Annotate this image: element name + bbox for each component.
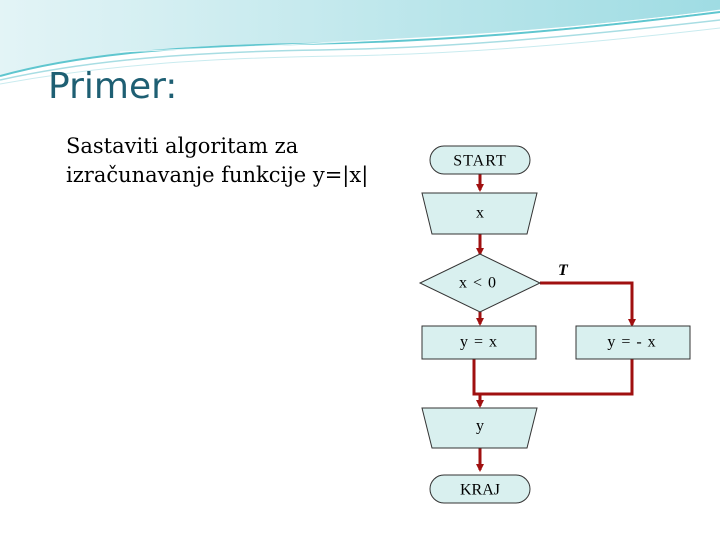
true-branch-label: T [558, 262, 569, 279]
decision-label: x < 0 [459, 275, 497, 292]
assign-false-box [421, 325, 537, 360]
decision-diamond [418, 253, 542, 313]
connector-decision-true [540, 281, 636, 327]
input-parallelogram [421, 192, 538, 235]
output-parallelogram [421, 407, 538, 449]
connector-true-merge [480, 359, 634, 396]
output-label: y [476, 418, 484, 435]
assign-true-label: y = - x [607, 334, 656, 351]
start-terminal [429, 145, 531, 175]
assign-false-label: y = x [460, 334, 498, 351]
input-label: x [476, 205, 484, 222]
task-line-1: Sastaviti algoritam za [66, 134, 299, 158]
start-label: START [453, 153, 506, 170]
task-description: Sastaviti algoritam za izračunavanje fun… [66, 132, 368, 190]
slide-title: Primer: [48, 66, 178, 107]
end-label: KRAJ [460, 482, 500, 499]
task-line-2: izračunavanje funkcije y=|x| [66, 163, 369, 187]
header-wave-decoration [0, 0, 720, 85]
end-terminal [429, 474, 531, 504]
connector-false-merge [472, 359, 484, 408]
assign-true-box [575, 325, 691, 360]
